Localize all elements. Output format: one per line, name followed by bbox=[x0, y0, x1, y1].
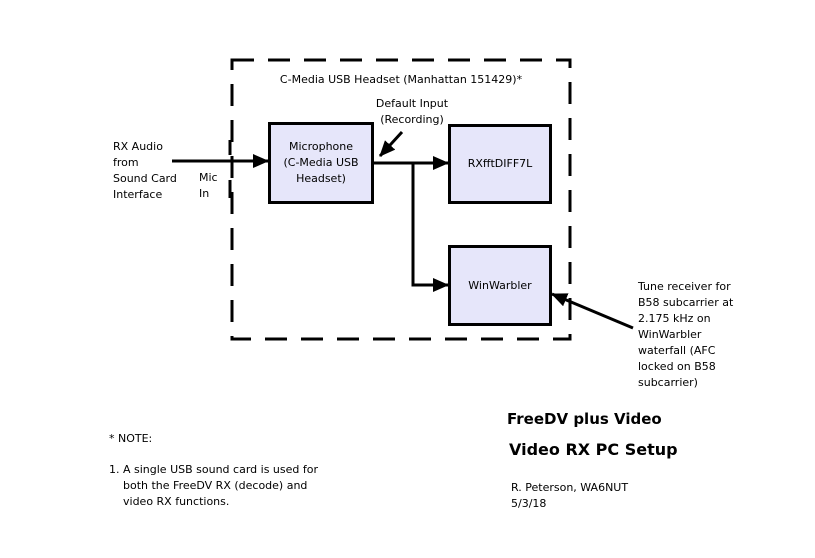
input-source-label: RX Audio from Sound Card Interface bbox=[113, 139, 177, 203]
mic-in-label: Mic In bbox=[199, 170, 218, 202]
tune-note-line: subcarrier) bbox=[638, 376, 698, 389]
tune-note-line: waterfall (AFC bbox=[638, 344, 716, 357]
note-list: 1. A single USB sound card is used for b… bbox=[109, 462, 318, 510]
tune-note-line: Tune receiver for bbox=[638, 280, 731, 293]
tune-note-line: 2.175 kHz on bbox=[638, 312, 711, 325]
microphone-block: Microphone (C-Media USB Headset) bbox=[268, 122, 374, 204]
note-item: both the FreeDV RX (decode) and bbox=[123, 479, 308, 492]
default-input-line: Default Input bbox=[375, 97, 449, 110]
input-source-line: from bbox=[113, 156, 139, 169]
output-to-winwarbler-line bbox=[411, 163, 449, 292]
winwarbler-block: WinWarbler bbox=[448, 245, 552, 326]
note-item: video RX functions. bbox=[123, 495, 230, 508]
headset-dashed-boundary bbox=[230, 58, 572, 341]
author: R. Peterson, WA6NUT bbox=[511, 481, 629, 494]
tune-note-line: locked on B58 bbox=[638, 360, 716, 373]
input-source-line: RX Audio bbox=[113, 140, 163, 153]
note-heading: * NOTE: bbox=[109, 432, 153, 445]
note-item: 1. A single USB sound card is used for bbox=[109, 463, 318, 476]
mic-in-line: Mic bbox=[199, 171, 218, 184]
container-label: C-Media USB Headset (Manhattan 151429)* bbox=[279, 73, 523, 86]
tune-note-line: B58 subcarrier at bbox=[638, 296, 734, 309]
microphone-block-line: (C-Media USB bbox=[283, 156, 359, 169]
rxfftdiff7l-label: RXfftDIFF7L bbox=[467, 157, 533, 170]
winwarbler-label: WinWarbler bbox=[468, 278, 532, 292]
default-input-line: (Recording) bbox=[380, 113, 444, 126]
tune-note-line: WinWarbler bbox=[638, 328, 702, 341]
mic-in-line: In bbox=[199, 187, 210, 200]
input-source-line: Sound Card bbox=[113, 172, 177, 185]
tune-note: Tune receiver for B58 subcarrier at 2.17… bbox=[638, 279, 733, 391]
microphone-block-line: Microphone bbox=[288, 140, 354, 153]
input-source-line: Interface bbox=[113, 188, 163, 201]
tune-note-pointer bbox=[551, 292, 634, 330]
date: 5/3/18 bbox=[511, 497, 547, 510]
diagram-title-line1: FreeDV plus Video bbox=[507, 410, 662, 428]
rxfftdiff7l-block: RXfftDIFF7L bbox=[448, 124, 552, 204]
default-input-pointer bbox=[378, 130, 404, 158]
default-input-label: Default Input (Recording) bbox=[362, 96, 462, 128]
diagram-title-line2: Video RX PC Setup bbox=[509, 440, 678, 459]
microphone-block-line: Headset) bbox=[296, 172, 346, 185]
